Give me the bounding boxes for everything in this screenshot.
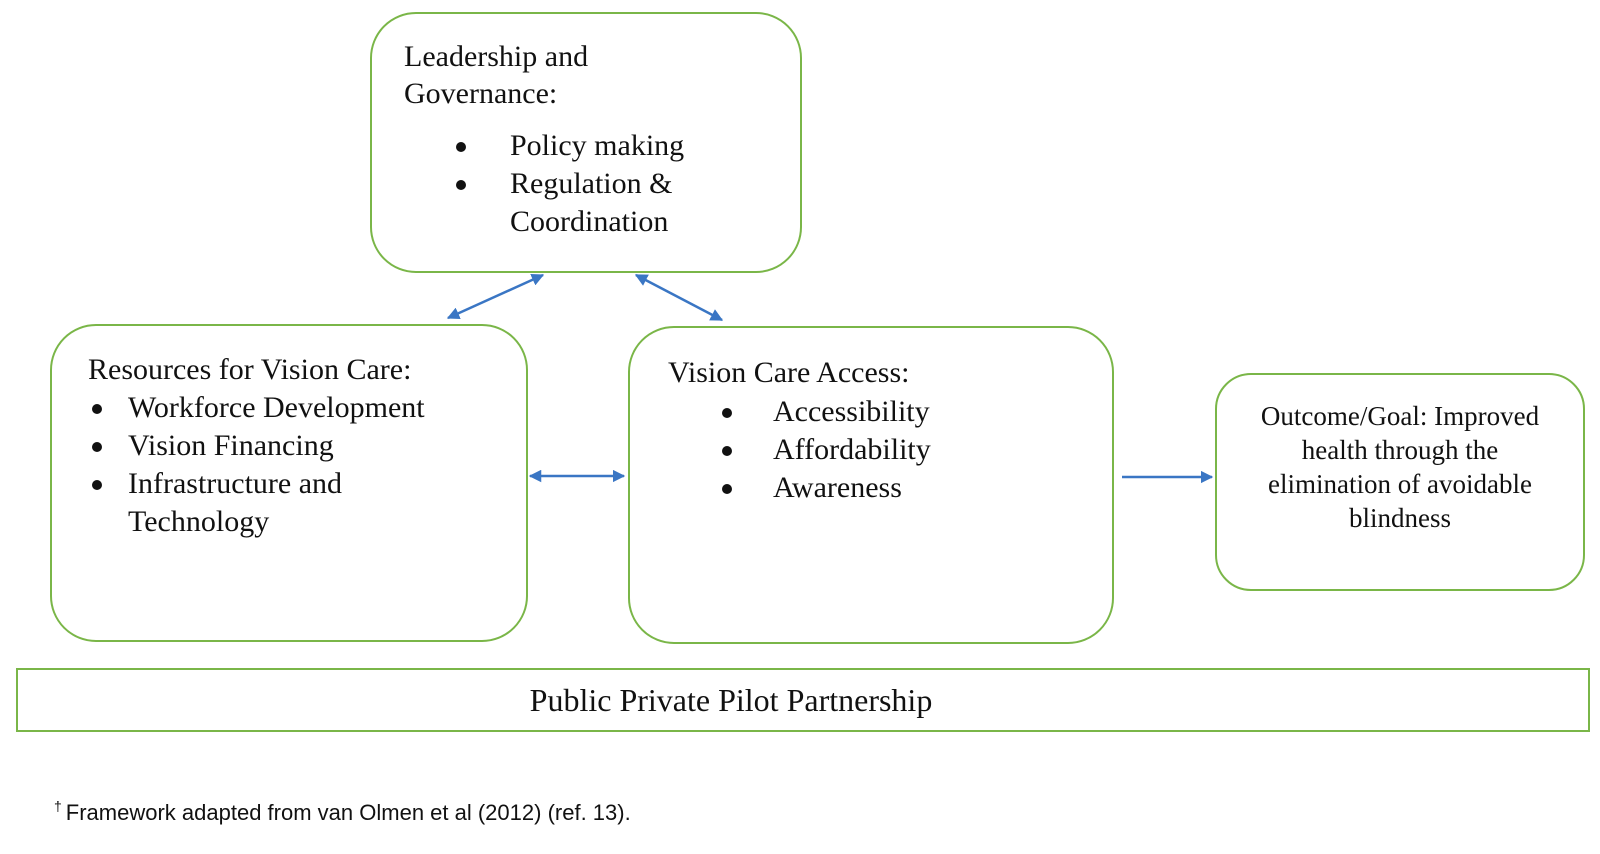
resources-list: Workforce Development Vision Financing I… xyxy=(88,389,425,541)
bullet-icon xyxy=(722,484,732,494)
leadership-list: Policy making Regulation & Coordination xyxy=(406,127,690,241)
access-title: Vision Care Access: xyxy=(668,356,910,389)
list-item-label: Awareness xyxy=(773,471,902,504)
bullet-icon xyxy=(722,446,732,456)
list-item-label: Workforce Development xyxy=(128,391,425,424)
list-item: Workforce Development xyxy=(88,389,425,427)
list-item-label: Infrastructure and Technology xyxy=(128,467,343,538)
list-item-label: Vision Financing xyxy=(128,429,334,462)
outcome-goal-box: Outcome/Goal: Improved health through th… xyxy=(1215,373,1585,591)
bullet-icon xyxy=(722,408,732,418)
bullet-icon xyxy=(92,442,102,452)
bullet-icon xyxy=(456,180,466,190)
access-list: Accessibility Affordability Awareness xyxy=(668,393,931,507)
bullet-icon xyxy=(456,142,466,152)
list-item: Awareness xyxy=(668,469,931,507)
list-item-label: Accessibility xyxy=(773,395,930,428)
bullet-icon xyxy=(92,480,102,490)
outcome-text: Outcome/Goal: Improved health through th… xyxy=(1260,401,1540,533)
arrow-leadership-resources xyxy=(446,273,545,320)
list-item-label: Policy making xyxy=(510,129,685,162)
list-item: Infrastructure and Technology xyxy=(88,465,388,541)
leadership-governance-box: Leadership and Governance: Policy making… xyxy=(370,12,802,273)
bullet-icon xyxy=(92,404,102,414)
list-item: Vision Financing xyxy=(88,427,425,465)
list-item: Affordability xyxy=(668,431,931,469)
resources-title: Resources for Vision Care: xyxy=(88,353,412,386)
list-item: Accessibility xyxy=(668,393,931,431)
list-item-label: Regulation & Coordination xyxy=(510,167,673,238)
list-item: Regulation & Coordination xyxy=(406,165,690,241)
vision-care-access-box: Vision Care Access: Accessibility Afford… xyxy=(628,326,1114,644)
footnote-text: Framework adapted from van Olmen et al (… xyxy=(65,800,631,825)
list-item: Policy making xyxy=(406,127,690,165)
dagger-symbol: † xyxy=(54,798,62,814)
footnote: †Framework adapted from van Olmen et al … xyxy=(54,798,631,826)
partnership-banner: Public Private Pilot Partnership xyxy=(16,668,1590,732)
resources-box: Resources for Vision Care: Workforce Dev… xyxy=(50,324,528,642)
arrow-leadership-access xyxy=(634,273,724,322)
partnership-text: Public Private Pilot Partnership xyxy=(529,681,933,718)
leadership-title: Leadership and Governance: xyxy=(404,40,589,110)
list-item-label: Affordability xyxy=(773,433,931,466)
